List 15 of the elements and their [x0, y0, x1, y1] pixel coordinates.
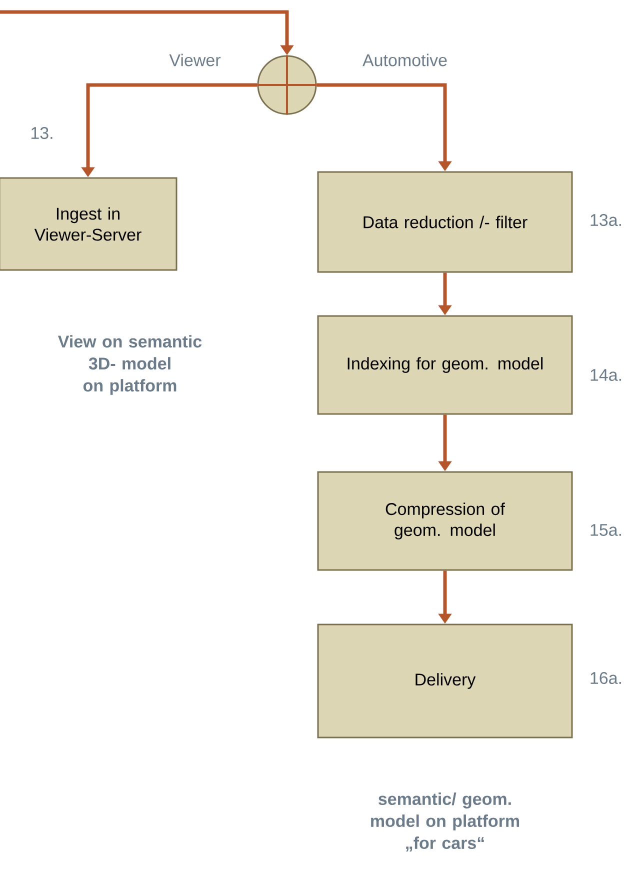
step-number: 13a. — [590, 214, 621, 226]
summing-junction — [256, 54, 318, 116]
process-box: Compression of geom. model — [317, 471, 573, 571]
step-number: 16a. — [590, 672, 621, 684]
caption-text: semantic/ geom. model on platform „for cars“ — [371, 792, 520, 852]
step-number: 15a. — [590, 524, 621, 536]
process-box: Ingest in Viewer-Server — [0, 177, 178, 271]
step-number: 14a. — [590, 369, 621, 381]
edge-label: Automotive — [362, 54, 447, 66]
process-box: Delivery — [317, 624, 573, 738]
step-number: 13. — [31, 127, 52, 140]
edge-label: Viewer — [169, 54, 221, 66]
process-box: Data reduction /- filter — [317, 171, 573, 273]
process-box: Indexing for geom. model — [317, 315, 573, 415]
caption-text: View on semantic 3D- model on platform — [58, 335, 202, 395]
